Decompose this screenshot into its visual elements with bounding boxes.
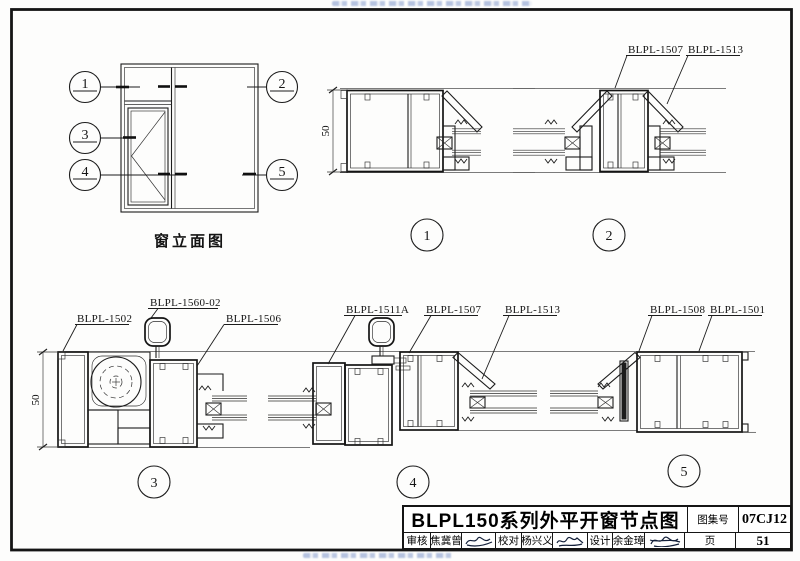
part-label-1501: BLPL-1501 (710, 304, 765, 316)
reviewer-signature (461, 533, 495, 548)
page-number: 51 (735, 533, 790, 548)
detail-2: BLPL-1507 BLPL-1513 2 (513, 44, 743, 252)
atlas-number-value: 07CJ12 (738, 507, 790, 532)
dim-text-top: 50 (320, 125, 332, 137)
casement-sash (127, 107, 169, 206)
glazing-unit-2-right (660, 128, 706, 156)
drawing-title: BLPL150系列外平开窗节点图 (411, 511, 680, 532)
title-block: BLPL150系列外平开窗节点图 图集号 07CJ12 审核 焦冀曾 校对 杨兴… (402, 505, 792, 550)
glazing-unit-1 (452, 128, 481, 156)
atlas-number-label: 图集号 (687, 507, 738, 532)
glazing-unit-5 (550, 390, 598, 414)
handle-profile-1511a (368, 317, 411, 371)
detail-4-bubble (396, 465, 430, 499)
part-label-1513-top: BLPL-1513 (688, 44, 743, 56)
detail-4: BLPL-1511A BLPL-1507 BLPL-1513 4 (302, 304, 560, 499)
bubble-4-number: 4 (82, 165, 89, 180)
handle-profile-1560 (144, 317, 171, 358)
detail-4-number: 4 (410, 476, 417, 491)
bubble-3-number: 3 (82, 128, 89, 143)
glazing-unit-3 (212, 395, 316, 421)
part-label-1560-02: BLPL-1560-02 (150, 297, 221, 309)
proofer-name: 杨兴义 (521, 533, 552, 548)
part-label-1507-top: BLPL-1507 (628, 44, 683, 56)
part-label-1508: BLPL-1508 (650, 304, 705, 316)
design-label: 设计 (587, 533, 612, 548)
detail-1: 50 1 (320, 86, 535, 252)
review-label: 审核 (406, 535, 428, 547)
part-label-1502: BLPL-1502 (77, 313, 132, 325)
designer-signature (644, 533, 684, 548)
watermark-bottom (303, 553, 453, 558)
detail-1-number: 1 (424, 229, 431, 244)
designer-name: 余金璋 (612, 533, 644, 548)
proof-label: 校对 (495, 533, 521, 548)
part-label-1506: BLPL-1506 (226, 313, 281, 325)
detail-2-bubble (592, 218, 626, 252)
sheet-border (10, 8, 793, 552)
detail-5-number: 5 (681, 465, 688, 480)
dim-text-bottom: 50 (30, 394, 42, 406)
section-bubble-5: 5 (265, 158, 299, 192)
bubble-2-number: 2 (279, 77, 286, 92)
detail-5: BLPL-1508 BLPL-1501 5 (550, 304, 765, 488)
dimension-50-top: 50 (320, 86, 348, 176)
window-elevation: 1 2 3 4 5 窗立面图 (68, 63, 299, 250)
detail-3: 50 (30, 297, 316, 499)
detail-1-bubble (410, 218, 444, 252)
bubble-1-number: 1 (82, 77, 89, 92)
part-label-1511a: BLPL-1511A (346, 304, 409, 316)
friction-roller (90, 356, 142, 408)
proofer-signature (552, 533, 587, 548)
section-bubble-3: 3 (68, 121, 102, 155)
detail-3-bubble (137, 465, 171, 499)
elevation-caption: 窗立面图 (154, 232, 226, 250)
part-label-1513-bottom: BLPL-1513 (505, 304, 560, 316)
glazing-unit-2-left (513, 128, 565, 156)
page-label: 页 (684, 533, 735, 548)
detail-3-number: 3 (151, 476, 158, 491)
section-bubble-1: 1 (68, 70, 102, 104)
bubble-5-number: 5 (279, 165, 286, 180)
detail-2-number: 2 (606, 229, 613, 244)
part-label-1507-bottom: BLPL-1507 (426, 304, 481, 316)
detail-5-bubble (667, 454, 701, 488)
reviewer-name: 焦冀曾 (430, 533, 461, 548)
section-bubble-2: 2 (265, 70, 299, 104)
section-bubble-4: 4 (68, 158, 102, 192)
dimension-50-bottom: 50 (30, 348, 57, 451)
watermark-top (332, 1, 532, 6)
glazing-unit-4 (470, 390, 537, 414)
